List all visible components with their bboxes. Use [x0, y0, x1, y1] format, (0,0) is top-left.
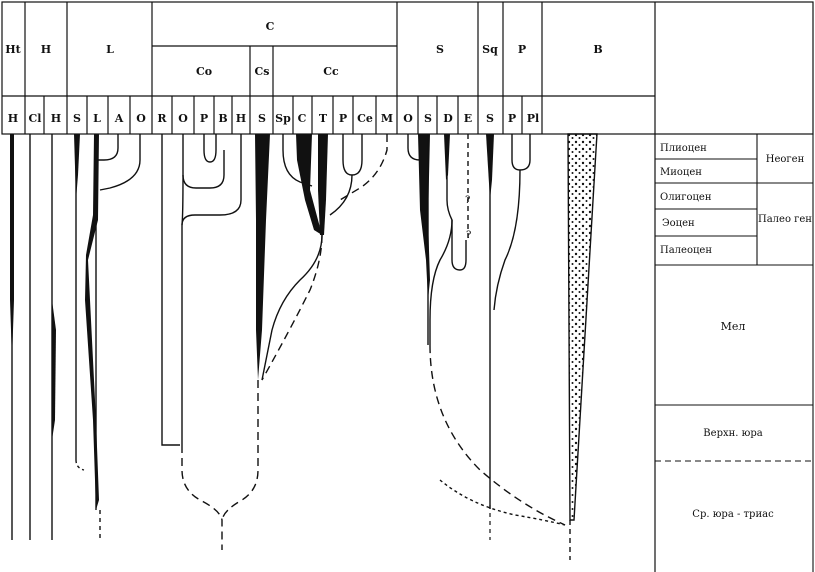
col-o3: O [403, 112, 413, 125]
branch-r [161, 134, 180, 446]
group-b: B [593, 43, 602, 56]
col-c: C [298, 112, 307, 125]
period-miocene: Миоцен [660, 167, 702, 178]
group-p: P [518, 43, 526, 56]
lineage-s1-hook [75, 459, 85, 471]
branch-b-h3 [181, 134, 242, 445]
group-cc: Cc [323, 65, 339, 78]
period-oligocene: Олигоцен [660, 192, 712, 203]
period-paleogene: Палео ген [758, 214, 812, 225]
branch-o2 [181, 174, 184, 226]
lineage-l-thick [85, 134, 99, 510]
period-pliocene: Плиоцен [660, 143, 707, 154]
col-s2: S [258, 112, 266, 125]
branch-a [97, 134, 119, 161]
group-labels: Ht H L C Co Cs Cc S Sq P B [5, 20, 602, 78]
question-mark-1: ? [465, 195, 470, 206]
lineage-p-root [439, 479, 566, 526]
branch-p2-ce [342, 134, 363, 176]
col-m: M [381, 112, 393, 125]
branch-m [339, 134, 388, 201]
col-d: D [443, 112, 453, 125]
col-r: R [157, 112, 167, 125]
lineage-b-wedge [567, 133, 598, 521]
col-b: B [218, 112, 227, 125]
lineages [10, 134, 566, 550]
period-paleocene: Палеоцен [660, 245, 712, 256]
group-l: L [106, 43, 114, 56]
lineage-cc-root [221, 380, 259, 521]
branch-p3-pl [511, 134, 531, 171]
col-a: A [114, 112, 124, 125]
branch-o1 [99, 134, 141, 191]
branch-o2-to-r [182, 134, 225, 189]
branch-o3 [407, 134, 421, 161]
col-pl: Pl [527, 112, 539, 125]
col-e: E [464, 112, 472, 125]
col-s4: S [486, 112, 494, 125]
lineage-s-root [429, 344, 566, 526]
col-p3: P [508, 112, 516, 125]
time-scale-labels: Плиоцен Миоцен Неоген Олигоцен Эоцен Пал… [660, 143, 812, 520]
column-labels: H Cl H S L A O R O P B H S Sp C T P Ce M… [8, 112, 539, 125]
group-cs: Cs [255, 65, 270, 78]
col-p2: P [339, 112, 347, 125]
branch-p1 [203, 134, 217, 163]
branch-p-join [493, 169, 521, 311]
col-s3: S [424, 112, 432, 125]
lineage-s3-thick [418, 134, 430, 300]
col-o2: O [178, 112, 188, 125]
branch-cc-join2 [261, 234, 323, 381]
branch-d [446, 134, 467, 271]
period-mid-jurassic-triassic: Ср. юра - триас [692, 509, 774, 520]
lineage-h1-thick [10, 134, 14, 360]
lineage-sp [282, 134, 313, 187]
col-h2: H [51, 112, 61, 125]
branch-cc-dash [261, 234, 323, 381]
group-c: C [266, 20, 275, 33]
lineage-s1-thick [74, 134, 80, 200]
col-h3: H [236, 112, 246, 125]
lineage-h2-thick [52, 300, 56, 440]
col-p1: P [200, 112, 208, 125]
group-s: S [436, 43, 444, 56]
lineage-co-root [181, 445, 223, 550]
col-sp: Sp [275, 112, 291, 125]
question-mark-2: ? [466, 230, 471, 241]
group-ht: Ht [5, 43, 21, 56]
col-s1: S [73, 112, 81, 125]
col-cl: Cl [29, 112, 42, 125]
group-co: Co [196, 65, 212, 78]
branch-cc-join1 [329, 174, 353, 216]
period-upper-jurassic: Верхн. юра [703, 428, 762, 439]
col-o1: O [136, 112, 146, 125]
period-eocene: Эоцен [662, 218, 695, 229]
time-scale [655, 133, 814, 572]
period-cretaceous: Мел [721, 320, 746, 333]
lineage-t-thick [318, 134, 328, 235]
lineage-c-thick [296, 134, 322, 235]
lineage-s2-thick [255, 134, 270, 380]
col-t: T [319, 112, 328, 125]
col-l: L [93, 112, 101, 125]
col-h1: H [8, 112, 18, 125]
period-neogene: Неоген [766, 154, 805, 165]
branch-s3-join [429, 219, 453, 345]
col-ce: Ce [357, 112, 373, 125]
group-h: H [41, 43, 51, 56]
lineage-d-thick [444, 134, 450, 180]
group-sq: Sq [482, 43, 498, 56]
